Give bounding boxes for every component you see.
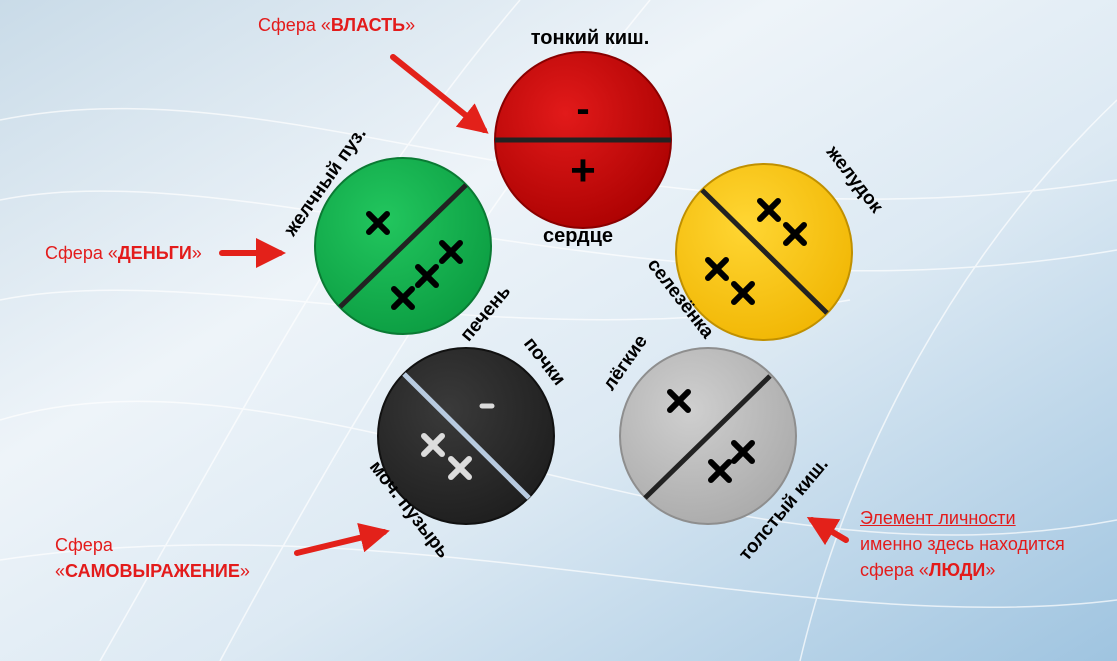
circle-yellow-divider	[700, 188, 829, 315]
caption-lyudi: Элемент личности именно здесь находится …	[860, 508, 1065, 580]
circle-green-top-sign	[366, 211, 390, 235]
circle-yellow	[675, 163, 853, 341]
circle-yellow-bottom-sign	[705, 257, 755, 305]
circle-green	[314, 157, 492, 335]
circle-gray-divider	[643, 374, 772, 500]
circle-yellow-top-sign	[757, 198, 807, 246]
circle-red-top-sign: -	[576, 87, 589, 131]
arrow-lyudi	[806, 516, 849, 546]
circle-gray	[619, 347, 797, 525]
circle-black	[377, 347, 555, 525]
circle-red-bottom-sign: +	[570, 146, 596, 195]
arrows	[219, 54, 849, 556]
caption-dengi: Сфера «ДЕНЬГИ»	[45, 243, 202, 263]
circle-green-divider	[338, 183, 468, 309]
circle-black-divider	[402, 372, 531, 500]
circle-black-bottom-sign	[421, 433, 472, 480]
arrow-samo	[294, 523, 390, 556]
label-serdtse: сердце	[543, 225, 613, 247]
label-tonkiy-kish: тонкий киш.	[531, 27, 650, 49]
caption-samovyrazhenie: Сфера «САМОВЫРАЖЕНИЕ»	[55, 535, 250, 581]
circle-red: - +	[494, 51, 672, 229]
circle-gray-bottom-sign	[708, 440, 755, 483]
circle-green-bottom-sign	[391, 240, 463, 310]
caption-vlast: Сфера «ВЛАСТЬ»	[258, 15, 416, 35]
circle-gray-top-sign	[667, 389, 691, 413]
arrow-vlast	[390, 54, 489, 134]
